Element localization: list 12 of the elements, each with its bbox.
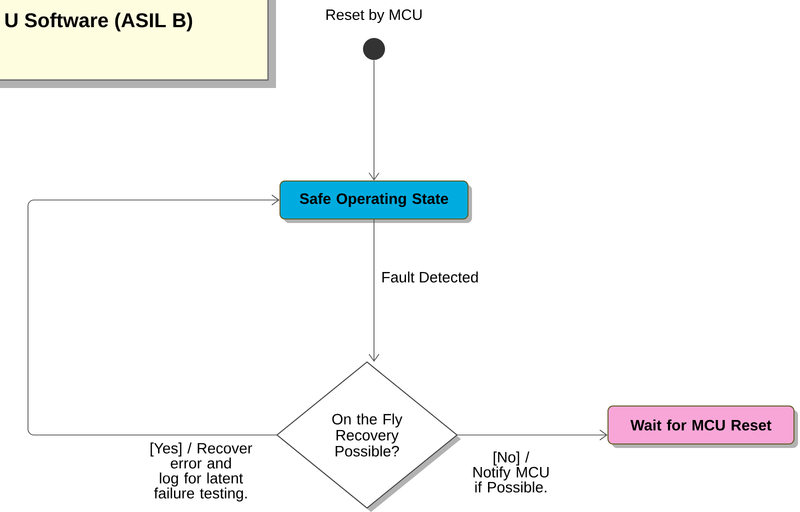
state-box: Safe Operating State — [280, 180, 472, 223]
arrow — [368, 219, 380, 362]
arrow — [368, 60, 380, 180]
edge-label: Fault Detected — [380, 270, 480, 284]
arrow — [456, 430, 608, 440]
edge-label: [Yes] / Recover error and log for latent failure testing. — [145, 442, 257, 502]
state-box: Wait for MCU Reset — [608, 406, 798, 448]
initial-state-dot — [363, 38, 385, 60]
arrow — [28, 194, 280, 436]
edge-label: [No] / Notify MCU if Possible. — [470, 450, 552, 494]
state-caption: Reset by MCU — [326, 9, 422, 23]
note-box: U Software (ASIL B) — [0, 0, 276, 88]
